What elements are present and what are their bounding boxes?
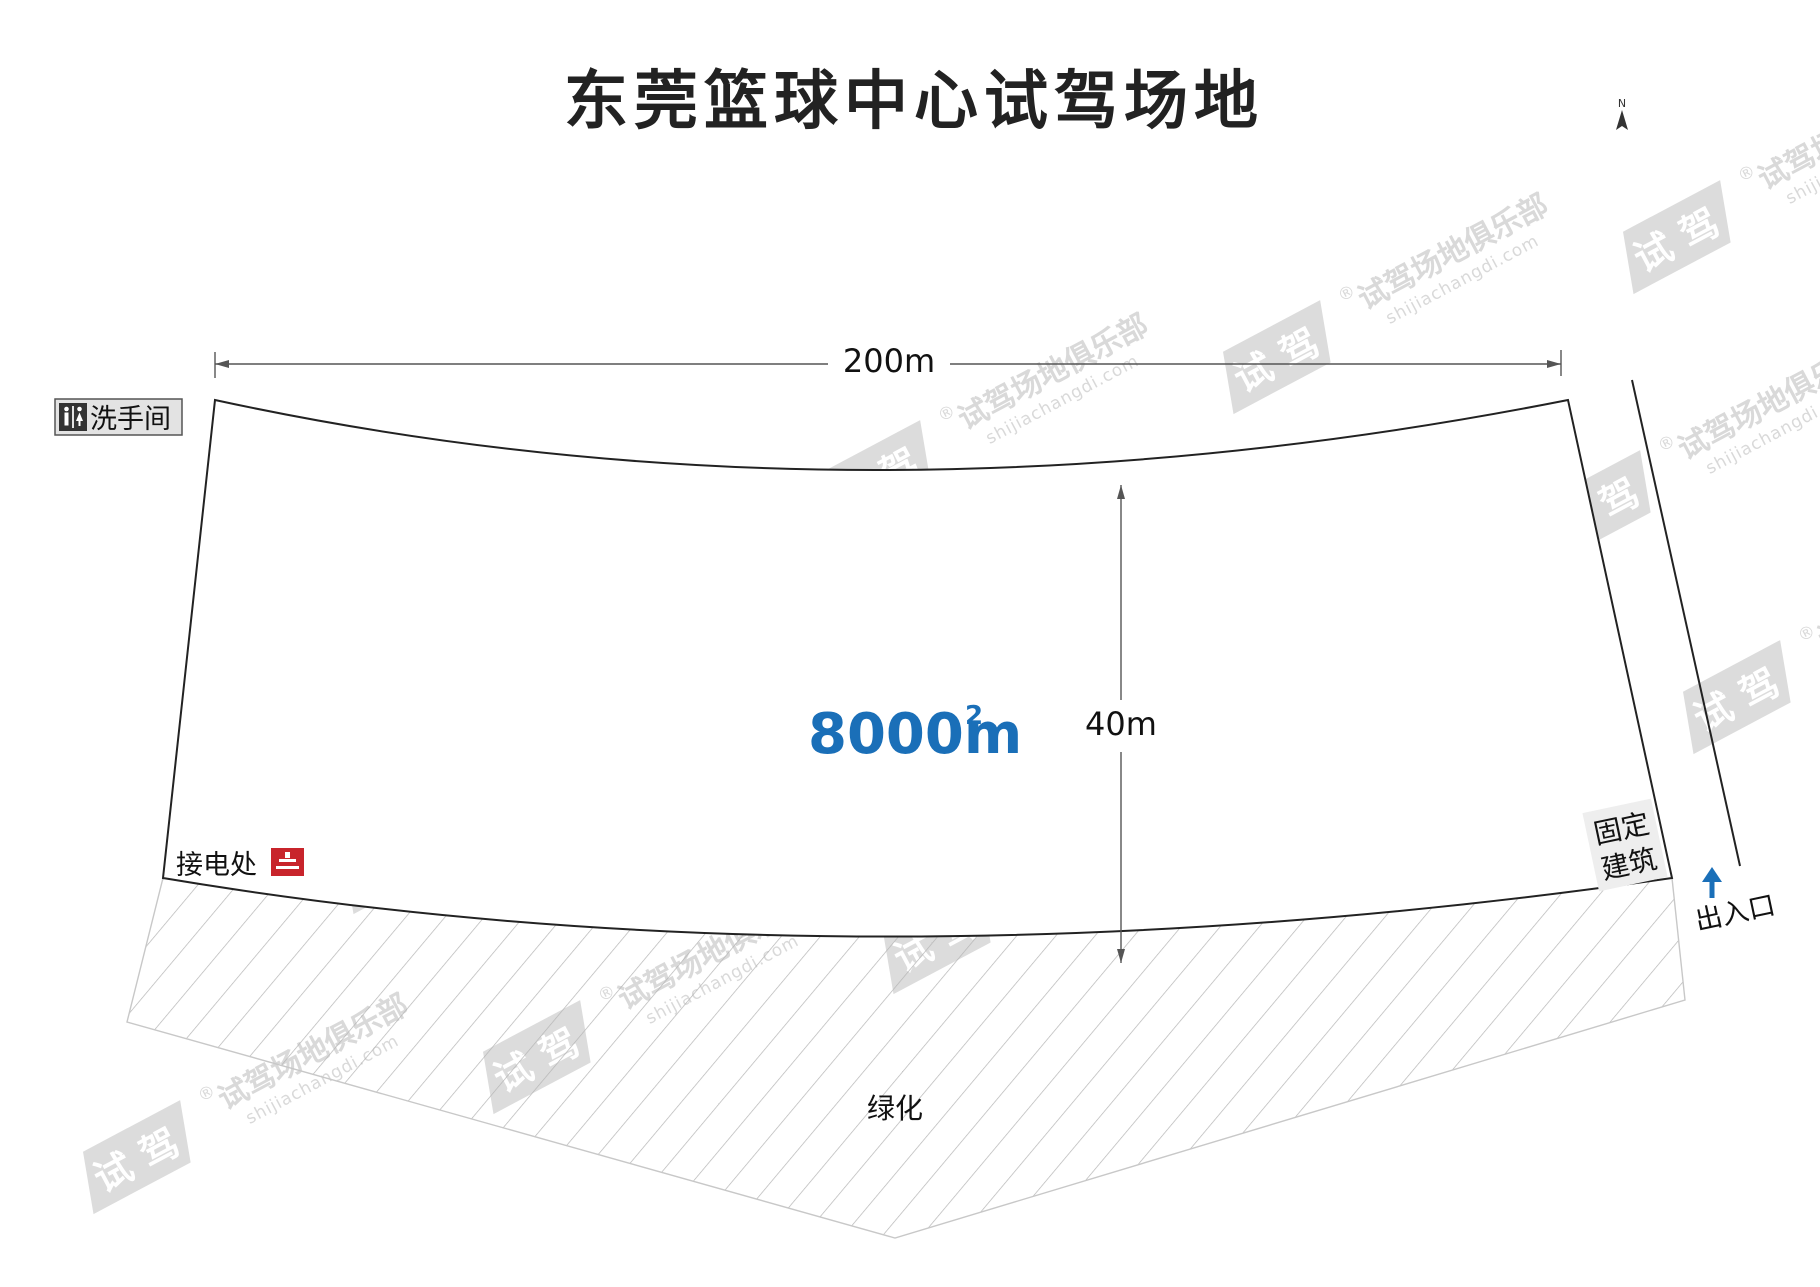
page-title: 东莞篮球中心试驾场地 <box>564 65 1264 139</box>
venue-boundary <box>161 398 1674 938</box>
power-outlet-icon <box>271 848 304 876</box>
restroom-label: 洗手间 <box>54 398 183 436</box>
width-dimension <box>214 350 1562 378</box>
fixed-building-label: 固定 建筑 <box>1582 798 1668 892</box>
power-label: 接电处 <box>176 848 304 881</box>
width-label: 200m <box>843 342 935 380</box>
area-superscript: 2 <box>965 701 983 731</box>
area-value: 8000m <box>808 702 1022 767</box>
area-unit: m <box>964 702 1022 767</box>
entrance-marker: 出入口 <box>1692 867 1778 937</box>
depth-label: 40m <box>1085 705 1157 743</box>
power-text: 接电处 <box>176 850 257 881</box>
arrow-up-icon <box>1702 867 1722 898</box>
right-boundary-line <box>1631 379 1741 867</box>
watermark-logo-box <box>1223 300 1331 415</box>
restroom-text: 洗手间 <box>90 404 171 435</box>
area-number: 8000 <box>808 702 964 767</box>
watermark-logo-box <box>1623 180 1731 295</box>
entrance-text: 出入口 <box>1692 890 1778 937</box>
watermark-logo-box <box>83 1100 191 1215</box>
depth-dimension <box>1117 485 1125 963</box>
north-arrow-icon: N <box>1616 97 1628 130</box>
restroom-icon <box>59 403 87 431</box>
north-label: N <box>1618 97 1626 110</box>
greenery-label: 绿化 <box>867 1092 923 1125</box>
watermark-logo-box <box>1683 640 1791 755</box>
